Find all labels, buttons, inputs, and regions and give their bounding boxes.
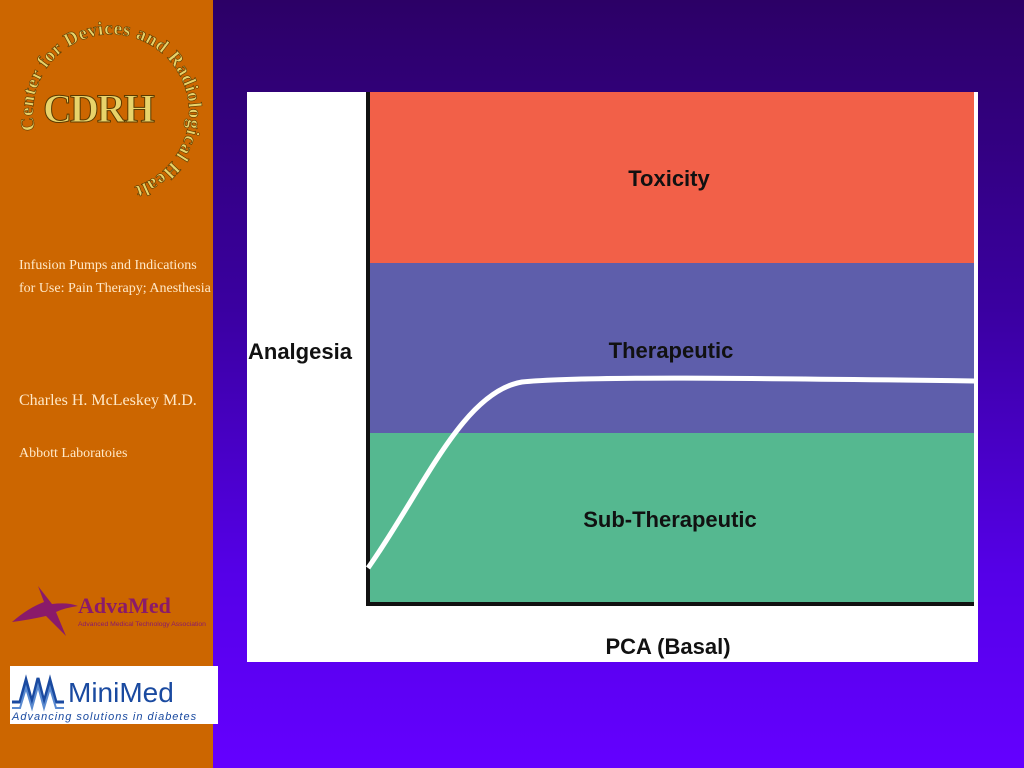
author-name: Charles H. McLeskey M.D.	[19, 392, 197, 409]
zone-therapeutic-label: Therapeutic	[609, 338, 734, 363]
advamed-logo: AdvaMed Advanced Medical Technology Asso…	[12, 586, 206, 636]
advamed-triangle-icon	[12, 586, 78, 636]
minimed-tagline: Advancing solutions in diabetes	[11, 711, 197, 723]
minimed-wave-icon	[12, 674, 64, 708]
advamed-name: AdvaMed	[78, 593, 171, 618]
analgesia-curve	[365, 375, 975, 570]
minimed-name: MiniMed	[68, 677, 174, 708]
presentation-title: Infusion Pumps and Indications for Use: …	[19, 258, 211, 296]
company-name: Abbott Laboratoies	[19, 446, 128, 461]
advamed-tagline: Advanced Medical Technology Association	[78, 621, 206, 628]
diagram-panel: Toxicity Therapeutic Sub-Therapeutic Ana…	[247, 92, 978, 662]
zone-therapeutic-band	[368, 263, 974, 433]
zone-subtherapeutic-band	[368, 433, 974, 605]
x-axis-label: PCA (Basal)	[605, 634, 730, 659]
cdrh-logo: Center for Devices and Radiological Heal…	[10, 10, 205, 202]
y-axis-label: Analgesia	[248, 339, 353, 364]
cdrh-monogram: CDRH	[43, 86, 155, 131]
minimed-logo: MiniMed Advancing solutions in diabetes	[10, 666, 218, 724]
zone-subtherapeutic-label: Sub-Therapeutic	[583, 507, 757, 532]
zone-toxicity-band	[368, 92, 974, 263]
zone-toxicity-label: Toxicity	[628, 166, 710, 191]
analgesia-zone-diagram: Toxicity Therapeutic Sub-Therapeutic Ana…	[248, 92, 975, 659]
sidebar: Center for Devices and Radiological Heal…	[0, 0, 218, 768]
